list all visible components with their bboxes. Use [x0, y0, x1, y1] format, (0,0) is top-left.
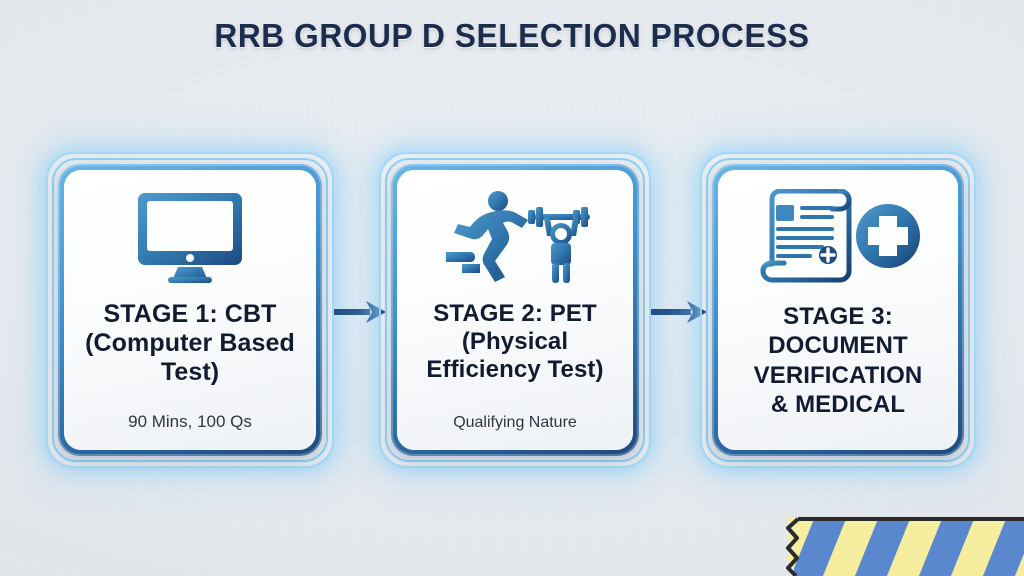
card-inner-ring [706, 158, 970, 462]
stage-2-title-line-1: STAGE 2: PET [433, 300, 597, 327]
stage-1-title-line-2: (Computer Based [85, 329, 295, 357]
stage-1-title: STAGE 1: CBT (Computer Based Test) [81, 300, 299, 387]
card-border: STAGE 2: PET (Physical Efficiency Test) … [391, 164, 639, 456]
stage-2-subtitle: Qualifying Nature [453, 414, 577, 431]
stage-2-title-line-3: Efficiency Test) [426, 355, 604, 383]
diagonal-stripe-banner [786, 517, 1024, 576]
arrow-1 [334, 301, 386, 323]
card-outer-ring [700, 152, 976, 468]
card-face: STAGE 3: DOCUMENT VERIFICATION & MEDICAL [718, 170, 958, 450]
document-scroll-and-medical-cross-icon [760, 189, 920, 283]
stripe-fill [786, 518, 1024, 576]
stage-2-icon-area [440, 188, 590, 286]
stage-card-2[interactable]: STAGE 2: PET (Physical Efficiency Test) … [379, 152, 651, 468]
page-title: RRB GROUP D SELECTION PROCESS [214, 17, 810, 54]
stage-3-title-line-1: STAGE 3: [783, 303, 893, 330]
card-face: STAGE 1: CBT (Computer Based Test) 90 Mi… [64, 170, 316, 450]
stage-card-3[interactable]: STAGE 3: DOCUMENT VERIFICATION & MEDICAL [700, 152, 976, 468]
running-and-weightlifting-icon [446, 191, 590, 283]
stage-1-title-line-3: Test) [160, 358, 220, 386]
stage-1-title-line-1: STAGE 1: CBT [103, 300, 277, 328]
card-inner-ring [52, 158, 328, 462]
stage-3-title-line-2: DOCUMENT [768, 332, 908, 360]
stage-2-title: STAGE 2: PET (Physical Efficiency Test) [422, 300, 607, 383]
weightlifting-figure [528, 207, 590, 283]
stage-1-subtitle: 90 Mins, 100 Qs [128, 412, 252, 431]
card-border: STAGE 3: DOCUMENT VERIFICATION & MEDICAL [712, 164, 964, 456]
medical-cross-badge [856, 204, 920, 268]
stage-3-title-line-4: & MEDICAL [770, 390, 906, 418]
stage-1-icon-area [134, 188, 246, 286]
arrow-2 [651, 301, 707, 323]
running-figure [446, 191, 528, 282]
scroll-document [760, 189, 852, 283]
stage-2-title-line-2: (Physical [461, 327, 569, 355]
desktop-monitor-icon [138, 193, 242, 283]
stage-3-title: STAGE 3: DOCUMENT VERIFICATION & MEDICAL [750, 302, 927, 419]
card-outer-ring [46, 152, 334, 468]
banner-zigzag-edge [786, 517, 800, 576]
card-outer-ring [379, 152, 651, 468]
stage-3-icon-area [754, 188, 922, 286]
card-border: STAGE 1: CBT (Computer Based Test) 90 Mi… [58, 164, 322, 456]
card-face: STAGE 2: PET (Physical Efficiency Test) … [397, 170, 633, 450]
stage-card-1[interactable]: STAGE 1: CBT (Computer Based Test) 90 Mi… [46, 152, 334, 468]
card-inner-ring [385, 158, 645, 462]
stage-3-title-line-3: VERIFICATION [753, 361, 923, 389]
